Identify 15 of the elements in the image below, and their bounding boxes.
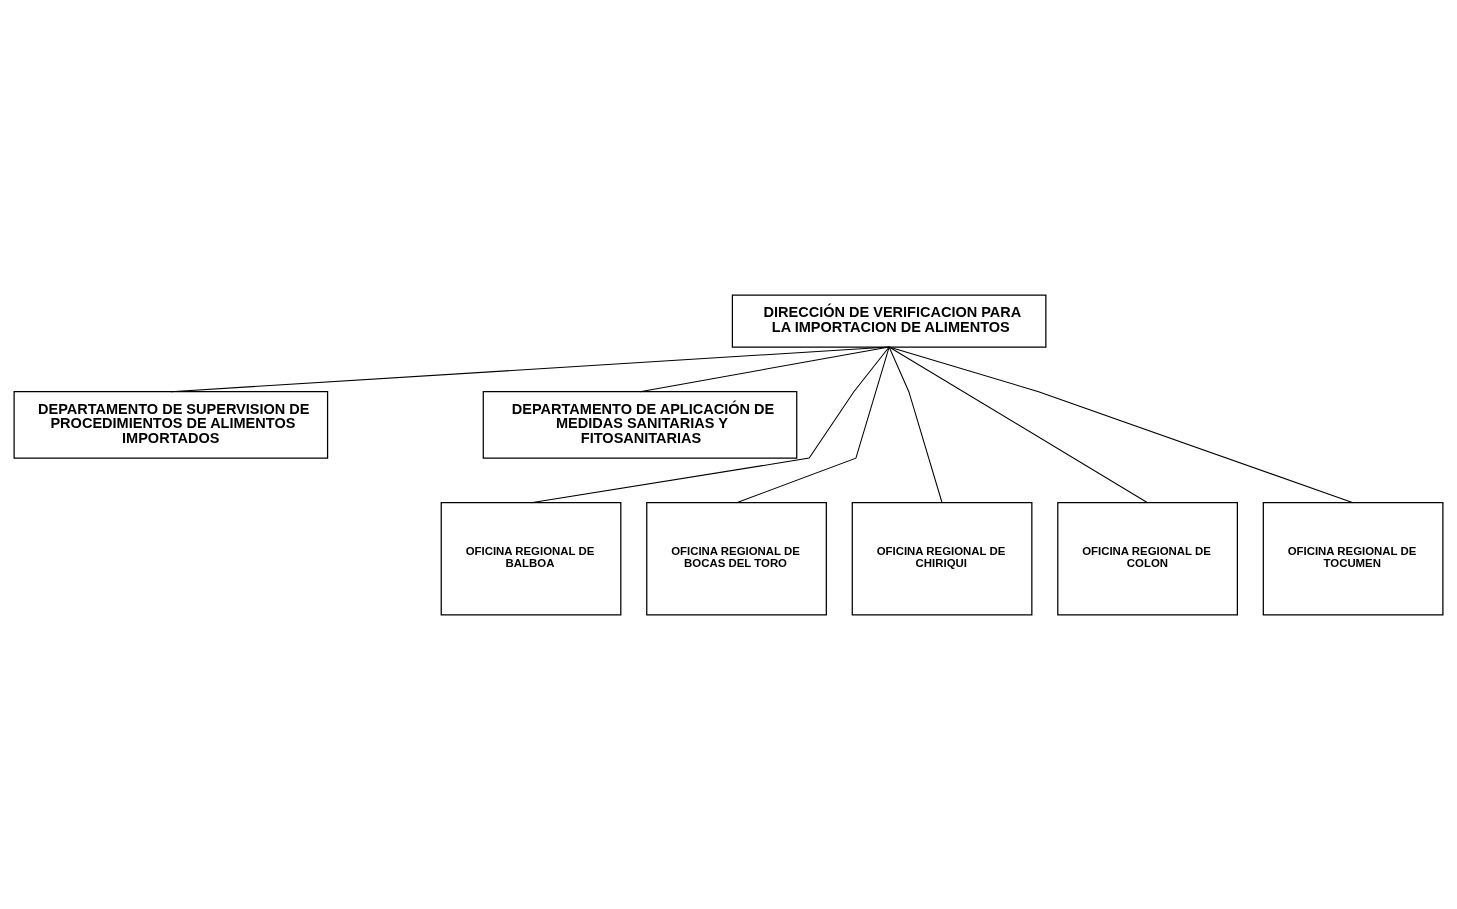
node-box: OFICINA REGIONAL DE COLON — [1057, 501, 1238, 615]
node-box: DIRECCIÓN DE VERIFICACION PARA LA IMPORTACION DE ALIMENTOS — [731, 294, 1047, 348]
connector — [888, 346, 1149, 503]
node-box: OFICINA REGIONAL DE BOCAS DEL TORO — [646, 501, 827, 615]
node-box: OFICINA REGIONAL DE TOCUMEN — [1262, 501, 1444, 615]
connector — [530, 346, 890, 503]
node-box: DEPARTAMENTO DE SUPERVISION DE PROCEDIMIENTOS DE ALIMENTOS IMPORTADOS — [13, 390, 329, 459]
connector — [170, 346, 890, 392]
connector — [888, 346, 943, 503]
node-box: DEPARTAMENTO DE APLICACIÓN DE MEDIDAS SANITARIAS Y FITOSANITARIAS — [482, 390, 798, 459]
node-box: OFICINA REGIONAL DE BALBOA — [440, 501, 622, 615]
connector — [736, 346, 890, 503]
connector — [639, 346, 890, 392]
node-box: OFICINA REGIONAL DE CHIRIQUI — [851, 501, 1033, 615]
connector — [888, 346, 1354, 503]
